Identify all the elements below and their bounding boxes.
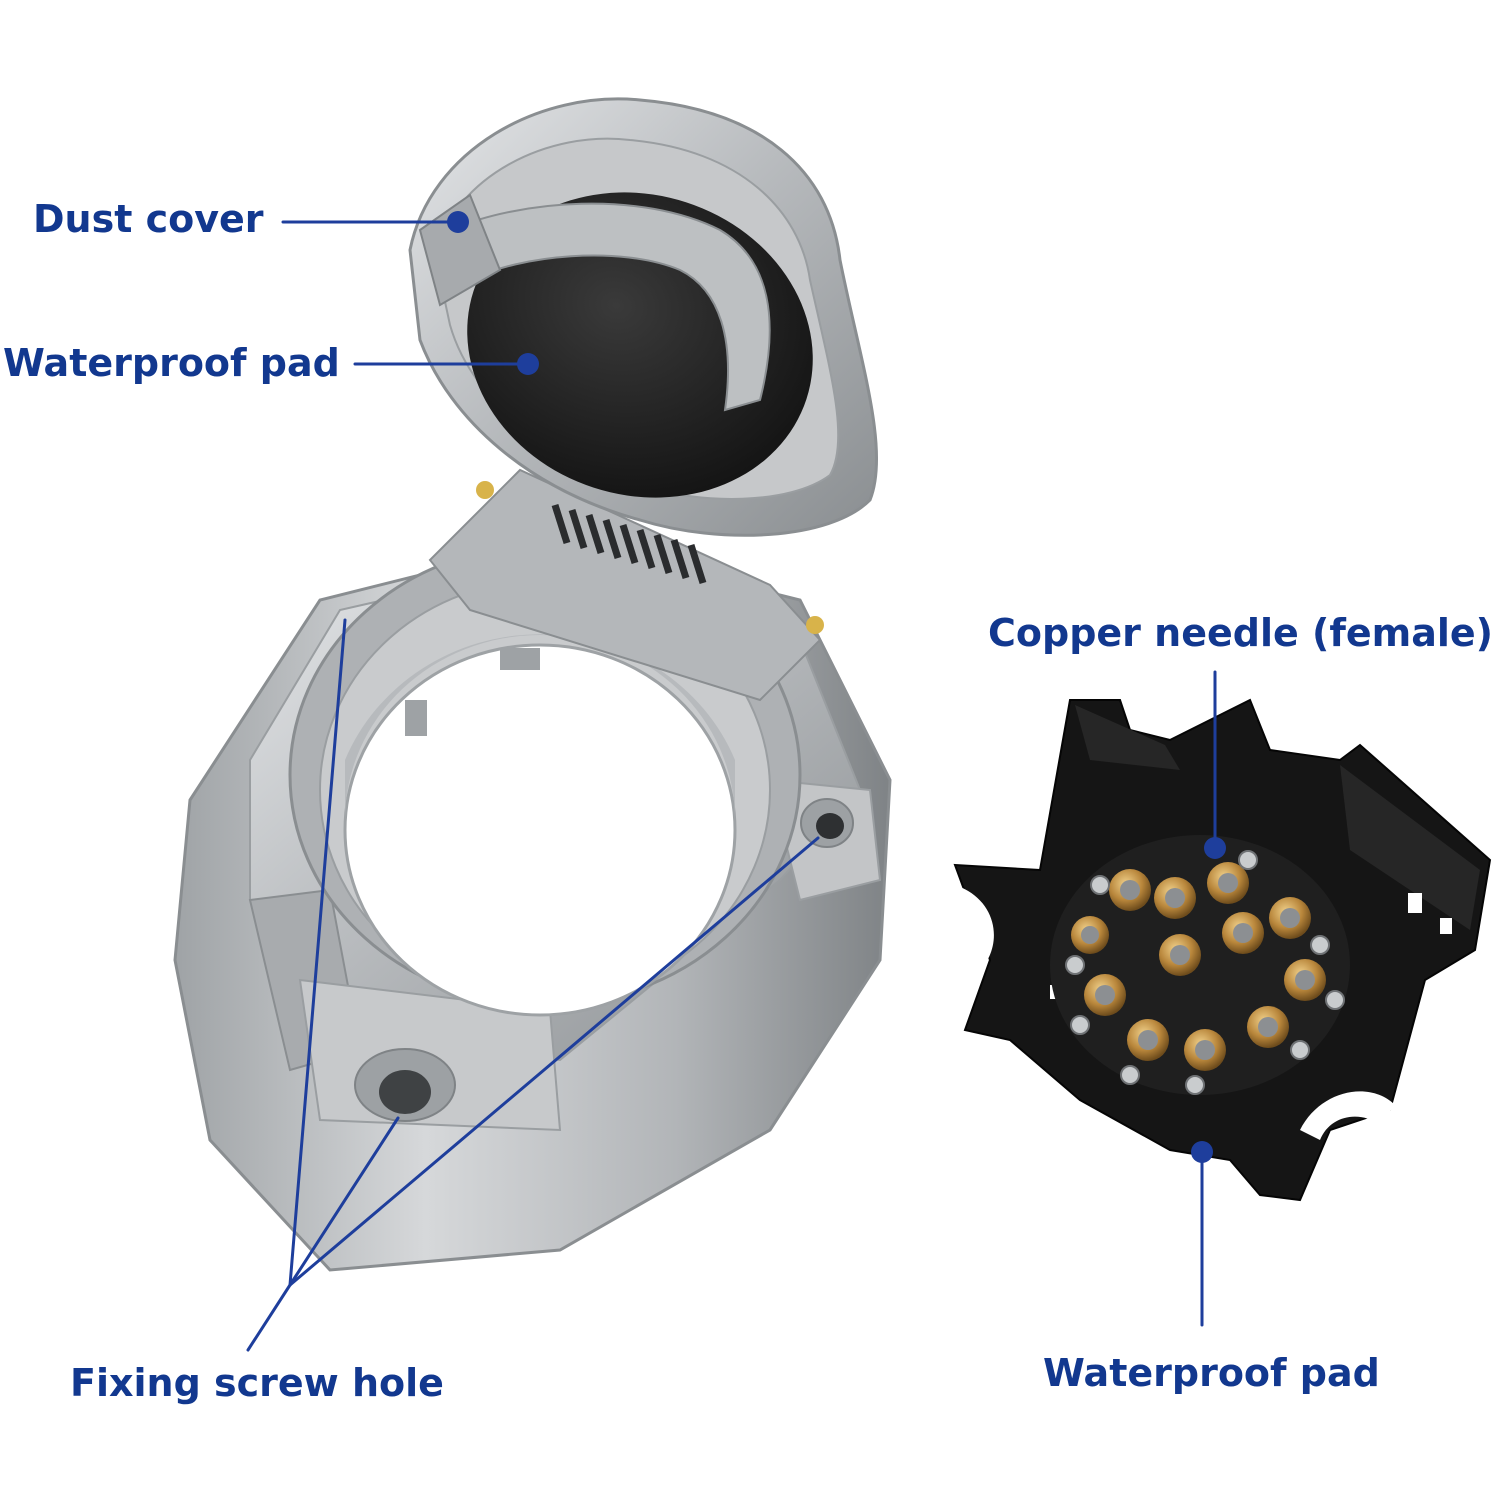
leader-fixing-screw-1 [246,1283,292,1352]
label-dust-cover: Dust cover [33,197,264,241]
dot-waterproof-pad-left [517,353,539,375]
label-waterproof-pad-right: Waterproof pad [1043,1351,1380,1395]
leader-fixing-screw-4 [288,836,820,1287]
label-copper-needle: Copper needle (female) [988,611,1494,655]
terminal-screws [1065,850,1345,1095]
hinge-spring [551,503,707,585]
aluminium-socket-illustration [173,97,892,1272]
label-fixing-screw-hole: Fixing screw hole [70,1361,444,1405]
label-waterproof-pad-left: Waterproof pad [3,341,340,385]
dot-dust-cover [447,211,469,233]
leader-fixing-screw-3 [288,1116,400,1287]
leader-lines [246,220,1217,1352]
leader-fixing-screw-2 [288,618,347,1287]
pin-insert-illustration [950,698,1492,1202]
dot-waterproof-pad-right [1191,1141,1213,1163]
dot-copper-needle [1204,837,1226,859]
leader-dots [447,211,1226,1163]
brass-contacts [1071,862,1326,1071]
